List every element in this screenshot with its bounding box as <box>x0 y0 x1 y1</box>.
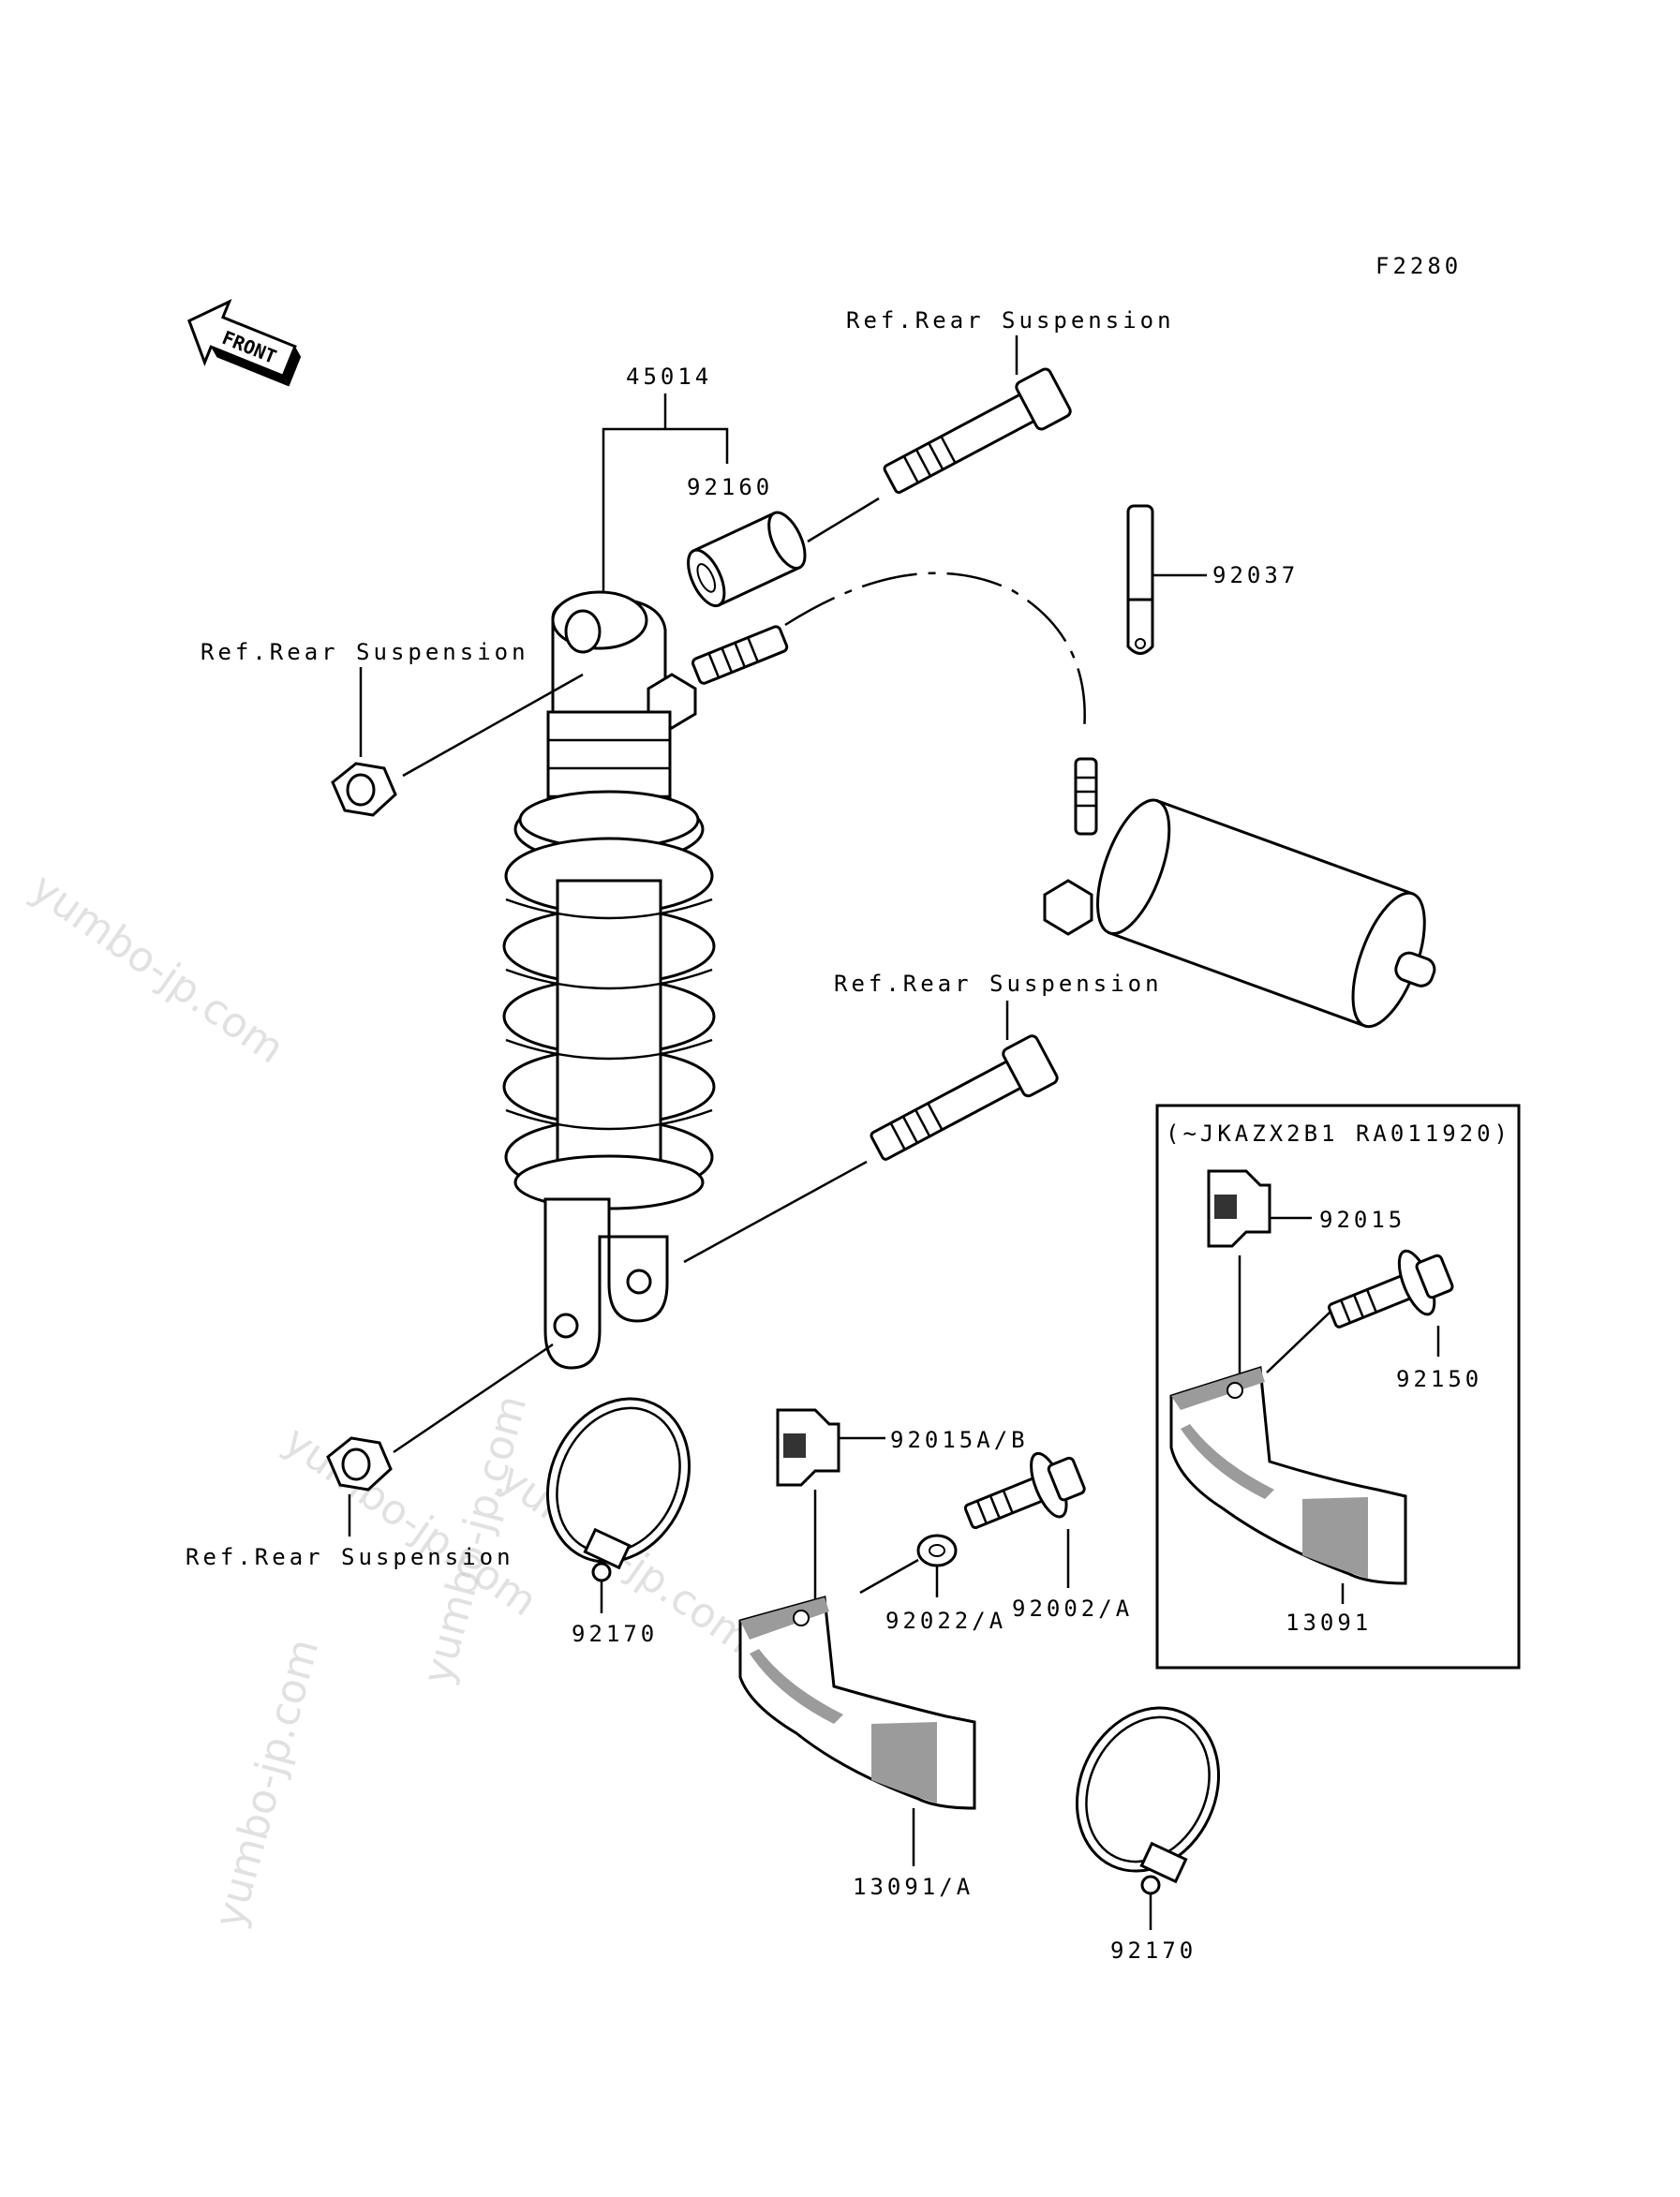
bushing-92160: 92160 <box>687 474 807 608</box>
label-92022a: 92022/A <box>885 1608 1006 1634</box>
reservoir-tank <box>1043 757 1436 1029</box>
label-13091a: 13091/A <box>853 1874 974 1900</box>
label-92150: 92150 <box>1396 1366 1482 1392</box>
bracket-92037: 92037 <box>1126 504 1299 655</box>
label-variant-note: (~JKAZX2B1 RA011920) <box>1166 1121 1511 1147</box>
watermark-1: yumbo-jp.com <box>22 864 292 1073</box>
label-45014: 45014 <box>626 364 712 390</box>
guard-13091a: 13091/A <box>738 1596 976 1900</box>
label-92170-bottom: 92170 <box>1110 1937 1197 1964</box>
label-92160: 92160 <box>687 474 773 500</box>
bolt-92002a: 92002/A <box>963 1451 1133 1622</box>
label-ref-rear-suspension-bottom: Ref.Rear Suspension <box>186 1544 514 1570</box>
label-ref-rear-suspension-mid: Ref.Rear Suspension <box>834 971 1163 997</box>
label-92037: 92037 <box>1212 562 1299 588</box>
hose-band-bottom: 92170 <box>1075 1706 1221 1964</box>
label-ref-rear-suspension-top: Ref.Rear Suspension <box>846 307 1175 334</box>
front-arrow-icon: FRONT <box>187 298 302 387</box>
label-92170-left: 92170 <box>572 1621 658 1647</box>
upper-mount-bolt: Ref.Rear Suspension <box>807 307 1175 543</box>
watermark-5: yumbo-jp.com <box>205 1634 328 1933</box>
label-92015: 92015 <box>1319 1207 1405 1233</box>
clip-92015ab: 92015A/B <box>776 1408 1029 1611</box>
reservoir-hose <box>784 572 1086 732</box>
label-92015ab: 92015A/B <box>890 1427 1029 1453</box>
variant-box: (~JKAZX2B1 RA011920) 92015 92150 13091 <box>1155 1104 1521 1670</box>
upper-nut: Ref.Rear Suspension <box>201 639 584 817</box>
rear-shock-absorber <box>502 590 789 1370</box>
label-13091: 13091 <box>1286 1610 1372 1636</box>
lower-mount-bolt: Ref.Rear Suspension <box>683 971 1163 1264</box>
hose-band-left: 92170 <box>545 1397 691 1647</box>
label-92002a: 92002/A <box>1012 1596 1133 1622</box>
lower-nut: Ref.Rear Suspension <box>186 1343 554 1570</box>
figure-code: F2280 <box>1375 253 1462 279</box>
label-ref-rear-suspension-left: Ref.Rear Suspension <box>201 639 529 665</box>
washer-92022a: 92022/A <box>859 1534 1006 1634</box>
